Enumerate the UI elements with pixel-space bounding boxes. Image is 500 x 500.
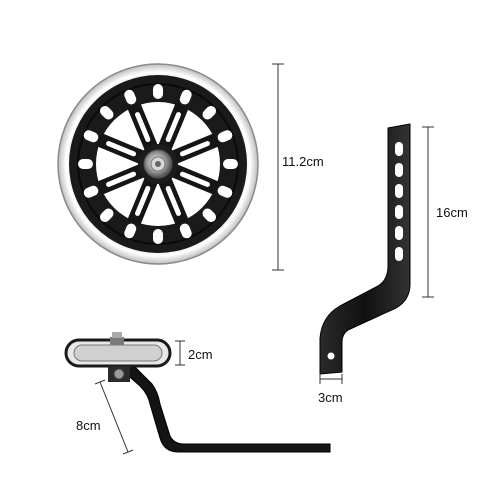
rim-slot — [153, 229, 163, 244]
side-view-assembly — [64, 332, 331, 453]
spoke — [158, 176, 189, 226]
bracket-slot — [395, 184, 403, 198]
bracket-height-label: 16cm — [436, 205, 468, 220]
wheel-spokes — [96, 102, 220, 226]
spoke — [96, 133, 146, 164]
rim-slot — [217, 130, 233, 143]
rim-slot — [202, 105, 217, 120]
bracket-height-dimension: 16cm — [422, 126, 468, 298]
bracket-bolt-hole — [327, 352, 335, 360]
spoke — [158, 102, 189, 152]
rim-slot — [179, 89, 192, 105]
bracket-width-label: 3cm — [318, 390, 343, 405]
arm-length-dimension: 8cm — [76, 379, 134, 455]
rim-slot — [99, 208, 114, 223]
spoke — [127, 176, 158, 226]
rim-slot — [223, 159, 238, 169]
rim-slot — [153, 84, 163, 99]
rim-slot — [202, 208, 217, 223]
bracket-slots — [395, 142, 403, 261]
bracket-slot — [395, 163, 403, 177]
spoke — [127, 102, 158, 152]
arm-length-label: 8cm — [76, 418, 101, 433]
rim-slot — [83, 185, 99, 198]
rim-slot — [78, 159, 93, 169]
wheel-front-view — [57, 63, 259, 265]
spoke — [170, 133, 220, 164]
bracket-width-dimension: 3cm — [318, 374, 343, 405]
side-view-arm — [123, 365, 331, 453]
wheel-diameter-label: 11.2cm — [282, 154, 324, 169]
bracket — [319, 123, 411, 375]
bracket-slot — [395, 247, 403, 261]
wheel-width-dimension: 2cm — [175, 340, 213, 366]
bracket-plate — [319, 123, 411, 375]
rim-slot — [124, 89, 137, 105]
wheel-width-label: 2cm — [188, 347, 213, 362]
rim-slot — [99, 105, 114, 120]
rim-slot — [83, 130, 99, 143]
wheel-rim-slots — [78, 84, 238, 244]
rim-slot — [217, 185, 233, 198]
bracket-slot — [395, 226, 403, 240]
spoke — [170, 164, 220, 195]
bracket-slot — [395, 142, 403, 156]
rim-slot — [124, 223, 137, 239]
spoke — [96, 164, 146, 195]
rim-slot — [179, 223, 192, 239]
bracket-slot — [395, 205, 403, 219]
wheel-diameter-dimension: 11.2cm — [272, 63, 324, 271]
